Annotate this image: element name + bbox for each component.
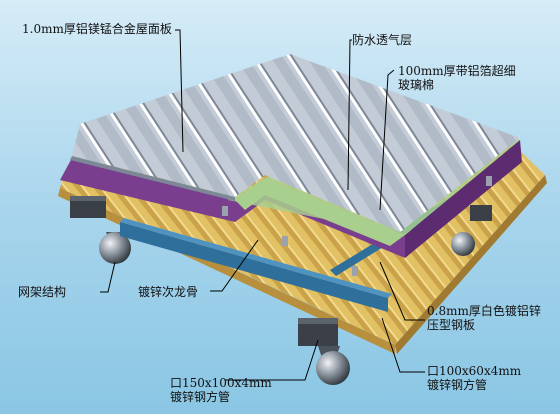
insulation-layer	[60, 158, 405, 258]
label-main-tube: 口150x100x4mm 镀锌钢方管	[170, 376, 272, 404]
label-space-frame: 网架结构	[18, 285, 67, 299]
label-roof-panel: 1.0mm厚铝镁锰合金屋面板	[22, 22, 172, 36]
left-tube-stub	[70, 196, 106, 218]
steel-deck-right-edge	[395, 175, 547, 354]
leader-purlin	[210, 239, 259, 292]
leader-breathable	[347, 39, 352, 191]
roof-panel-front-edge	[70, 156, 235, 201]
clip	[282, 236, 288, 246]
leader-deck	[379, 261, 425, 321]
leader-sec-tube	[381, 317, 425, 373]
bottom-support-ball	[316, 351, 350, 385]
clip	[222, 206, 228, 216]
label-insulation: 100mm厚带铝箔超细 玻璃棉	[398, 64, 516, 92]
leader-space-frame	[100, 261, 116, 293]
left-support-ball	[99, 232, 131, 264]
leader-lines	[100, 29, 425, 381]
leader-main-tube	[225, 339, 319, 381]
clip	[352, 266, 358, 276]
purlin-bar	[120, 222, 388, 312]
leader-insulation	[379, 69, 395, 211]
right-support-ball	[451, 232, 475, 256]
insulation-right-edge	[405, 140, 522, 258]
left-tube-top	[70, 196, 106, 201]
bottom-tube-top	[298, 318, 338, 324]
label-purlin: 镀锌次龙骨	[138, 285, 199, 299]
panel-clips	[222, 176, 492, 276]
label-steel-deck: 0.8mm厚白色镀铝锌 压型钢板	[427, 304, 541, 332]
purlin-bar-top	[120, 218, 392, 298]
leader-roof-panel	[175, 29, 184, 153]
label-secondary-tube: 口100x60x4mm 镀锌钢方管	[427, 364, 522, 392]
roof-panel	[72, 54, 520, 232]
right-tube-stub	[470, 205, 492, 221]
label-breathable-layer: 防水透气层	[352, 33, 413, 47]
clip	[486, 176, 492, 186]
